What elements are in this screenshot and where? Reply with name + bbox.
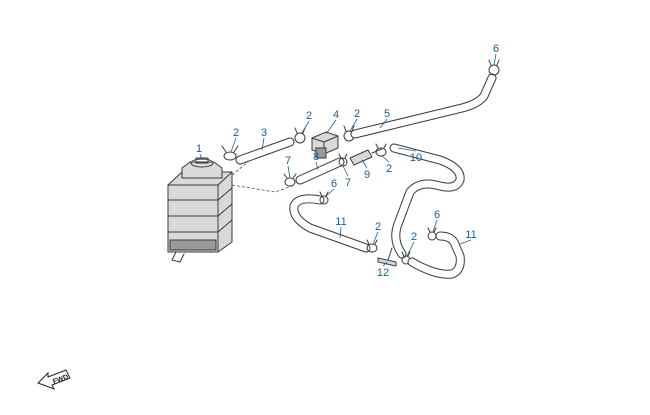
callout-6: 6 — [493, 43, 499, 55]
hose-junction-part-4 — [311, 131, 339, 159]
callout-9: 9 — [364, 169, 370, 181]
callout-7: 7 — [345, 177, 351, 189]
fitting-part-9 — [349, 148, 383, 166]
callout-11: 11 — [465, 229, 476, 241]
t-connector-part-12 — [377, 247, 397, 267]
forward-direction-arrow: FWD — [37, 369, 71, 390]
callout-2: 2 — [233, 127, 239, 139]
callout-5: 5 — [384, 108, 390, 120]
coolant-reservoir-tank — [167, 157, 233, 263]
callout-1: 1 — [196, 143, 202, 155]
callout-6: 6 — [434, 209, 440, 221]
callout-labels: 1 2 3 2 4 2 5 6 8 7 7 2 9 10 6 11 2 2 6 … — [196, 43, 499, 279]
connection-line — [231, 161, 249, 176]
callout-3: 3 — [261, 127, 267, 139]
hose-clamp — [221, 145, 239, 161]
callout-2: 2 — [375, 221, 381, 233]
callout-2: 2 — [411, 231, 417, 243]
connection-line — [231, 184, 293, 193]
callout-10: 10 — [410, 152, 422, 164]
callout-6: 6 — [331, 178, 337, 190]
hose-part-5 — [350, 73, 497, 139]
hose-clamp — [427, 227, 437, 241]
hose-part-3 — [235, 137, 295, 165]
hose-clamp — [401, 251, 411, 265]
leader-lines — [199, 53, 497, 267]
callout-11: 11 — [335, 216, 346, 228]
callout-12: 12 — [377, 267, 389, 279]
hose-part-10 — [389, 143, 465, 259]
hose-clamp — [366, 239, 378, 253]
callout-8: 8 — [313, 151, 319, 163]
callout-2: 2 — [306, 110, 312, 122]
hose-clamp — [375, 143, 387, 157]
hose-part-11 — [289, 194, 371, 253]
callout-2: 2 — [386, 163, 392, 175]
hose-clamp — [488, 59, 500, 76]
callout-2: 2 — [354, 108, 360, 120]
callout-4: 4 — [333, 109, 339, 121]
callout-7: 7 — [285, 155, 291, 167]
hose-part-11-right — [407, 231, 465, 279]
hose-part-8 — [295, 157, 345, 185]
